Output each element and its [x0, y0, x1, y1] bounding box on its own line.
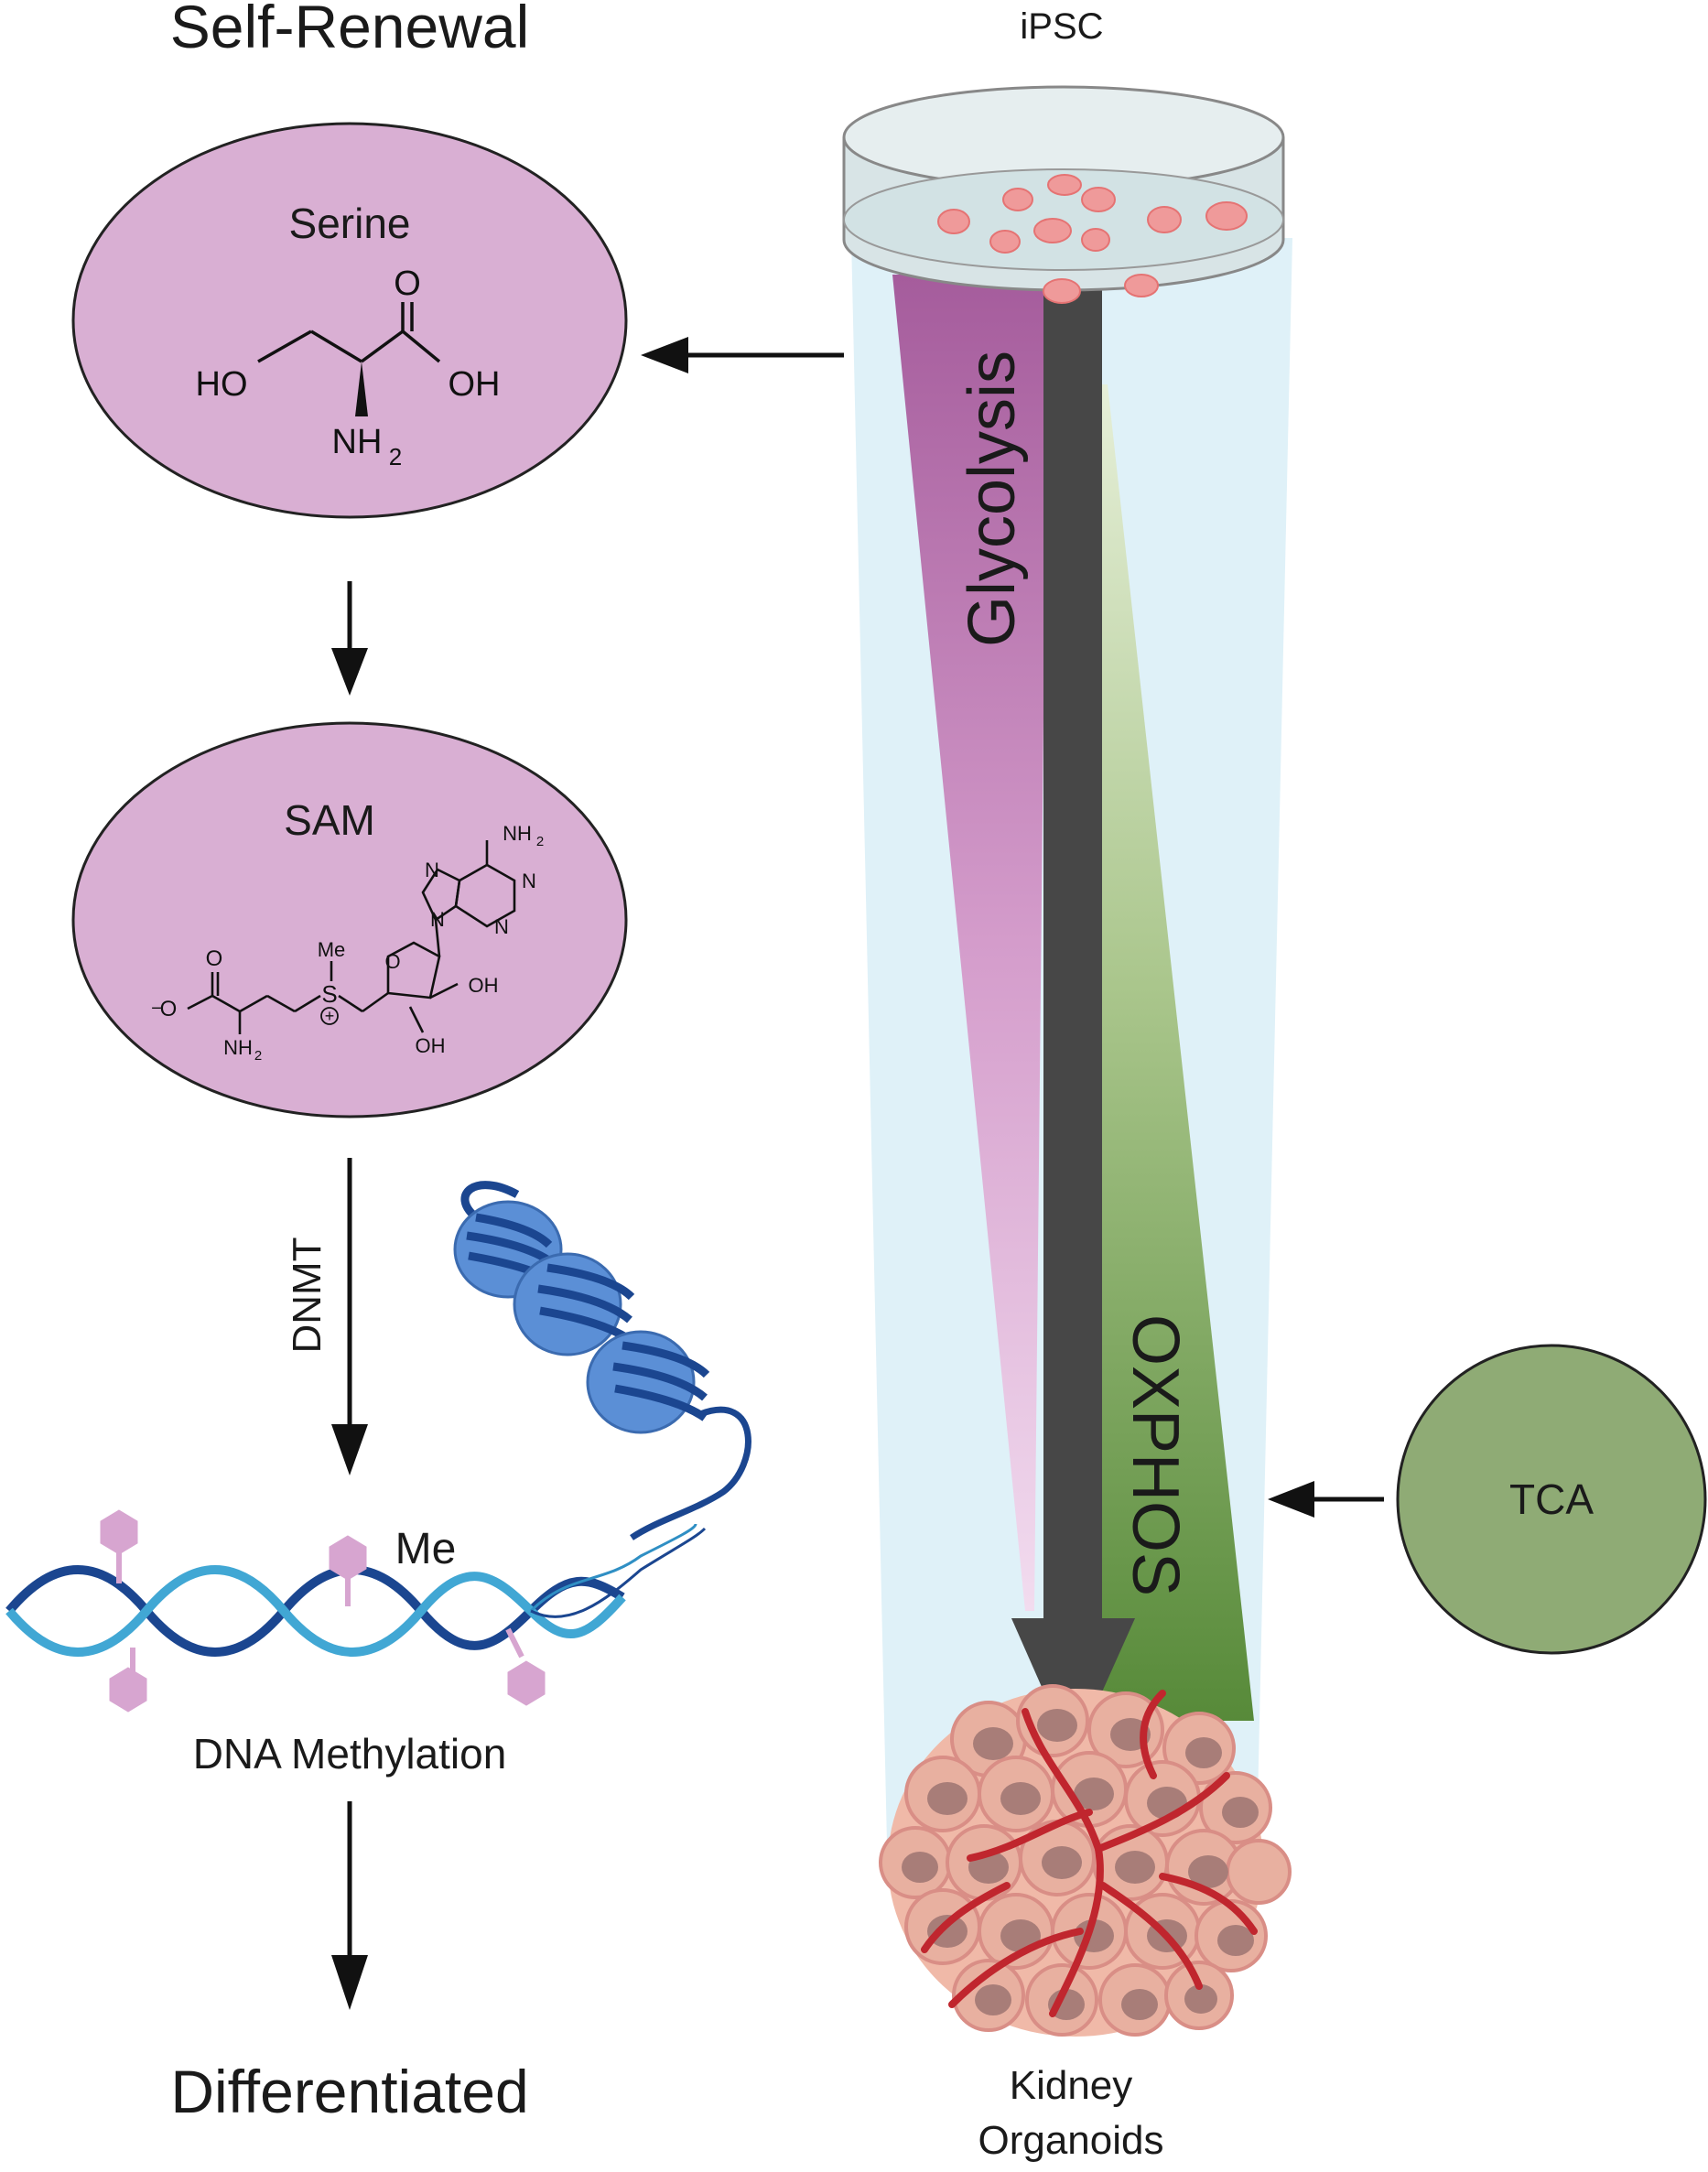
glycolysis-label: Glycolysis	[956, 351, 1029, 647]
arrow-glycolysis-to-serine	[641, 337, 844, 373]
sam-sulfur: S	[321, 980, 337, 1008]
dnmt-label: DNMT	[285, 1237, 330, 1353]
oxphos-wedge	[1098, 384, 1254, 1721]
serine-title: Serine	[289, 200, 411, 247]
sam-node: SAM O − O NH 2 Me	[71, 721, 628, 1118]
sam-nh2-sub: 2	[536, 834, 544, 849]
serine-wedge-bond	[355, 362, 368, 416]
sam-carboxylate-o-minus: O	[160, 997, 178, 1021]
serine-nh: NH	[332, 423, 383, 461]
sam-oh-bottom: OH	[416, 1034, 446, 1057]
tca-circle	[1396, 1344, 1707, 1655]
sam-oh-right: OH	[469, 974, 499, 997]
arrow-tca-to-oxphos	[1268, 1481, 1384, 1518]
nucleosome-3	[586, 1330, 710, 1434]
methyl-hexagon-2	[329, 1535, 367, 1581]
arrow-serine-to-sam	[331, 581, 368, 696]
organoid-vasculature	[921, 1690, 1258, 2017]
oxphos-label: OXPHOS	[1119, 1314, 1192, 1596]
tca-label: TCA	[1509, 1475, 1594, 1523]
sam-nh-sub: 2	[254, 1048, 262, 1064]
chromatin	[453, 1181, 751, 1540]
glycolysis-wedge	[892, 275, 1048, 1611]
sam-title: SAM	[284, 796, 375, 844]
serine-o: O	[394, 265, 421, 303]
sam-nh2: NH	[503, 822, 532, 845]
serine-oh: OH	[449, 365, 501, 404]
sam-n3: N	[494, 915, 509, 938]
sam-methyl: Me	[318, 938, 346, 961]
tca-node: TCA	[1396, 1344, 1707, 1655]
serine-ho: HO	[196, 365, 248, 404]
dna-helix	[5, 1523, 707, 1657]
organoids-label: Organoids	[978, 2118, 1163, 2163]
sam-n7: N	[425, 859, 439, 881]
ipsc-label: iPSC	[1020, 6, 1103, 47]
self-renewal-label: Self-Renewal	[170, 0, 530, 60]
serine-nh-sub: 2	[389, 443, 402, 470]
methyl-hexagon-4	[507, 1660, 546, 1706]
serine-ellipse	[71, 122, 628, 519]
sam-plus-circle	[320, 1007, 339, 1025]
kidney-label: Kidney	[1010, 2063, 1133, 2108]
sam-n1: N	[522, 870, 536, 892]
sam-minus-sign: −	[151, 999, 162, 1019]
dna-methylation-label: DNA Methylation	[193, 1730, 507, 1778]
sam-plus: +	[325, 1007, 335, 1025]
sam-n9: N	[430, 908, 445, 931]
sam-nh: NH	[223, 1036, 253, 1059]
sam-ring-o: O	[384, 950, 400, 973]
kidney-organoid	[879, 1684, 1292, 2037]
nucleosome-2	[513, 1252, 635, 1356]
differentiated-label: Differentiated	[170, 2058, 528, 2125]
methyl-groups	[100, 1509, 546, 1713]
petri-dish	[842, 85, 1285, 304]
serine-node: Serine HO OH O NH 2	[71, 122, 628, 519]
methyl-hexagon-3	[109, 1667, 147, 1713]
main-differentiation-arrow	[1011, 284, 1135, 1757]
serine-structure	[257, 302, 441, 363]
arrow-dna-to-differentiated	[331, 1801, 368, 2010]
ipsc-cells	[937, 174, 1248, 304]
methyl-hexagon-1	[100, 1509, 138, 1555]
sam-structure	[187, 840, 516, 1034]
methyl-me-label: Me	[395, 1525, 457, 1573]
sam-ellipse	[71, 721, 628, 1118]
arrow-sam-to-dna	[331, 1158, 368, 1475]
sam-carbonyl-o: O	[206, 946, 223, 971]
